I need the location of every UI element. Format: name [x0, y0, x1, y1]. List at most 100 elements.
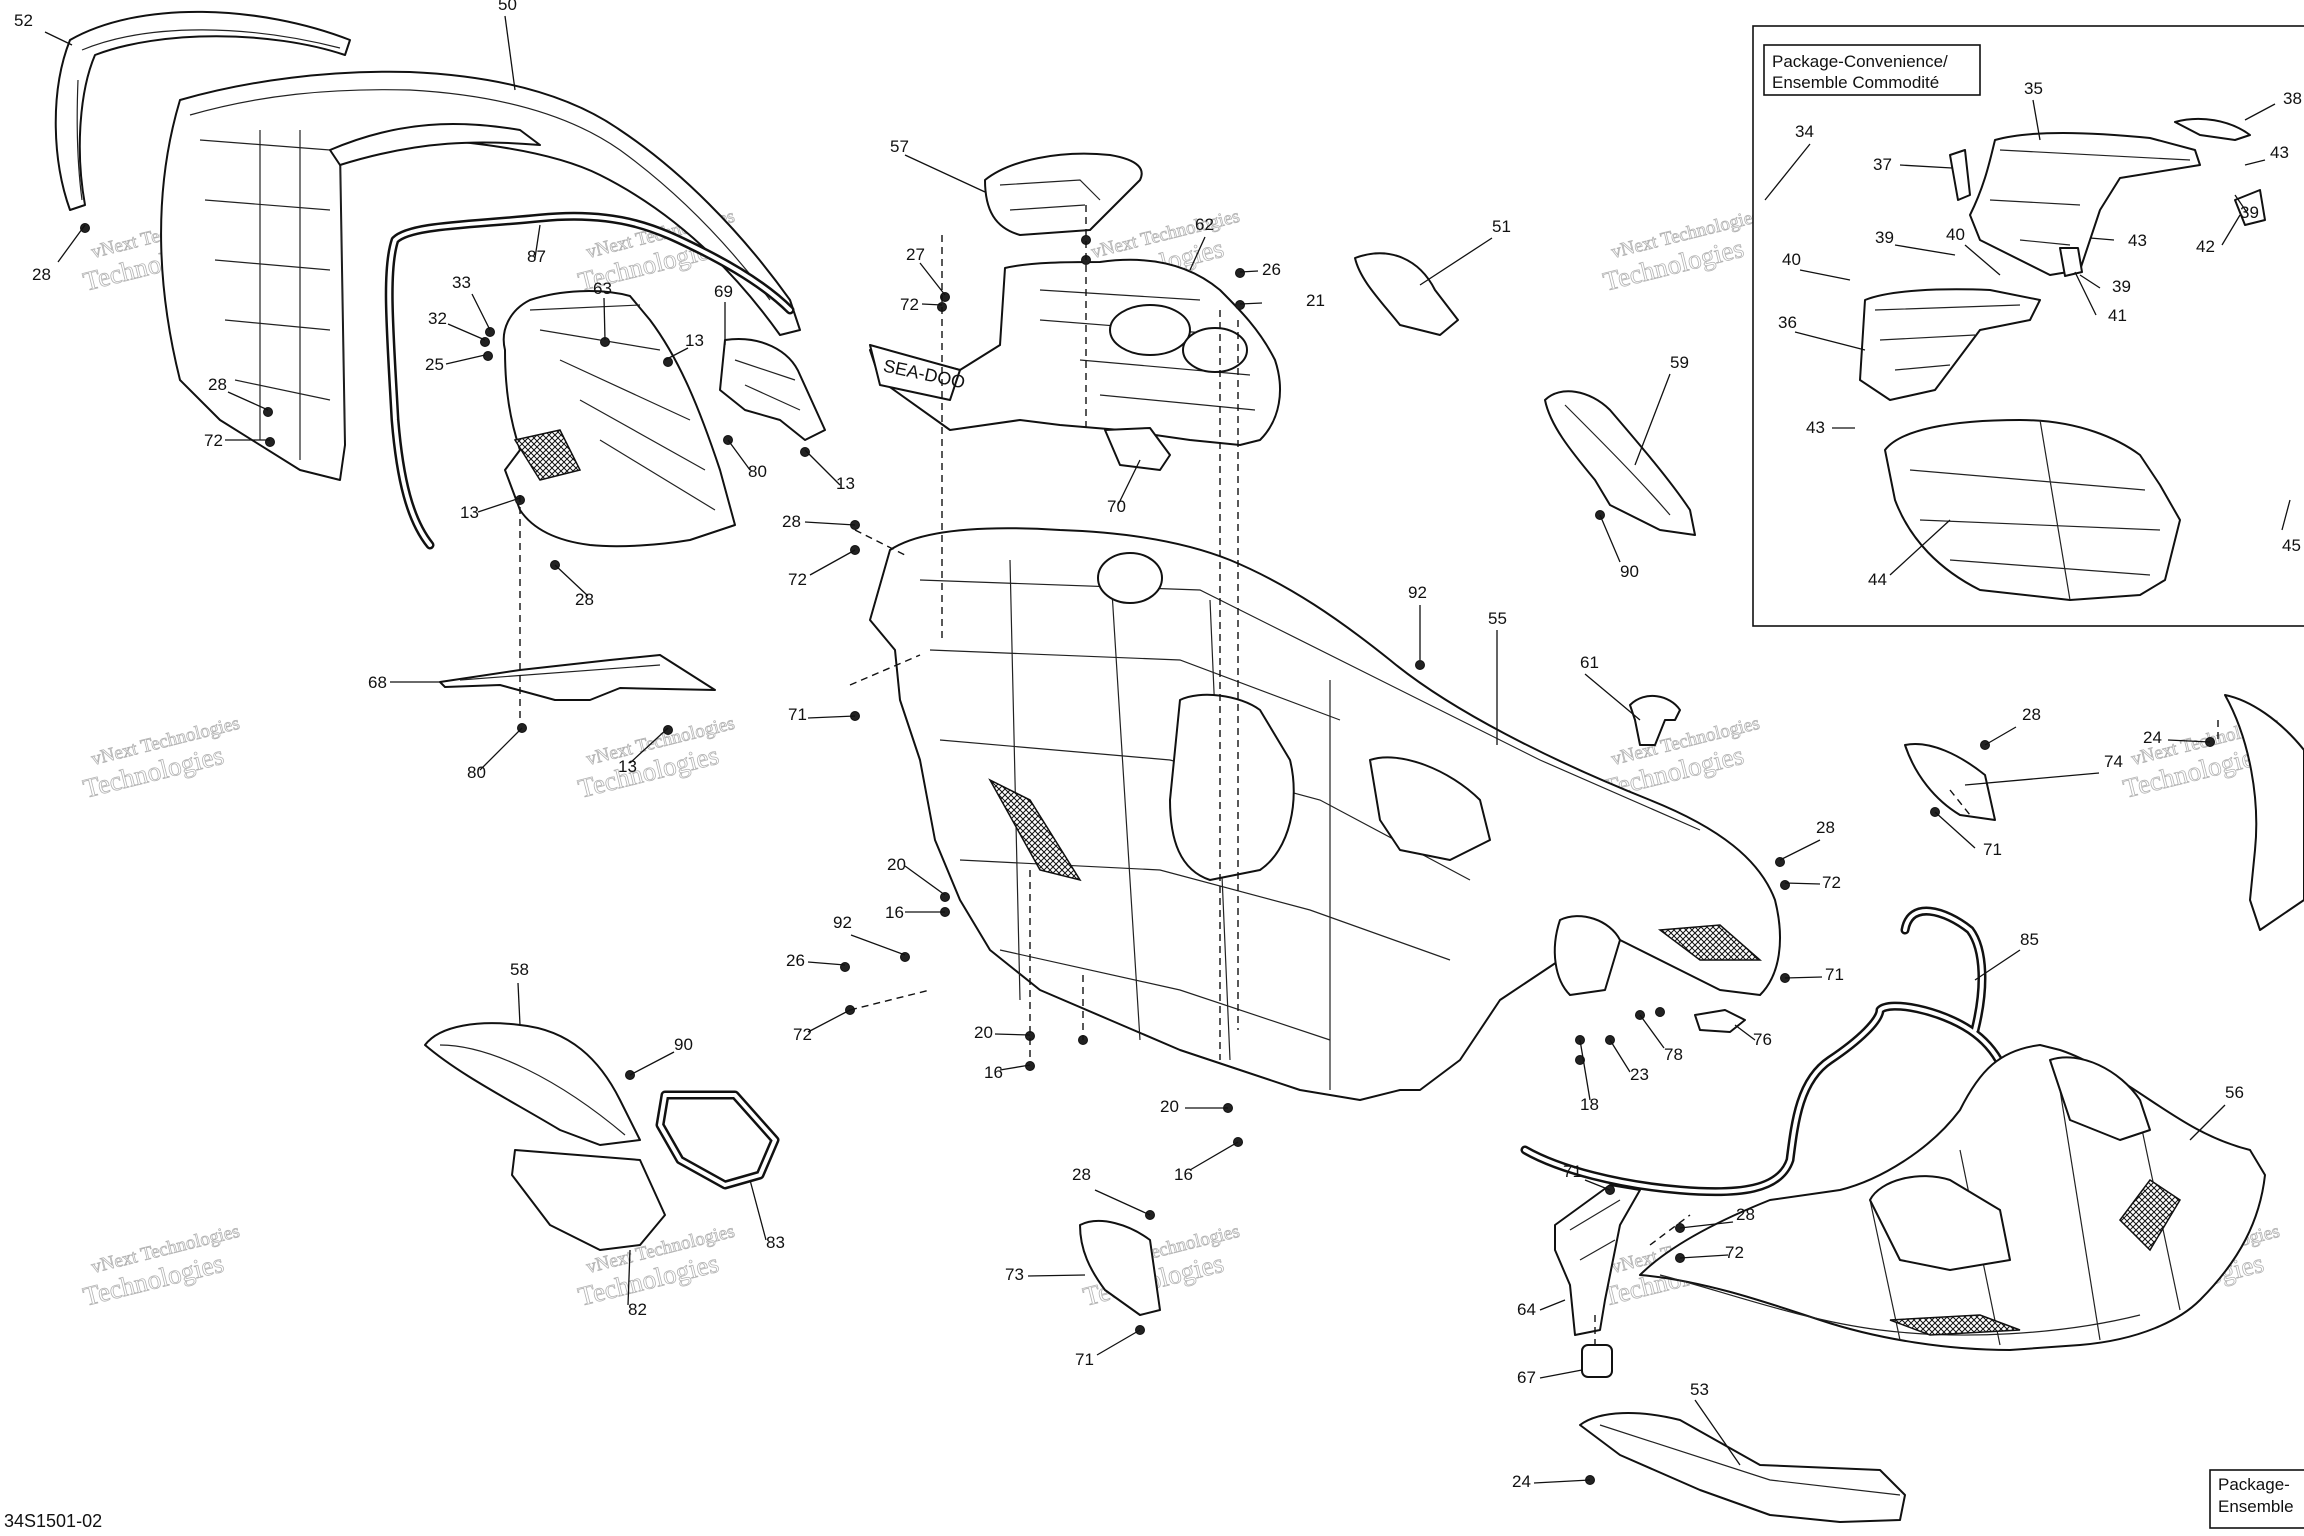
callout-label: 39: [2240, 203, 2259, 222]
part-41-bracket[interactable]: [2059, 247, 2083, 277]
callout-label: 20: [974, 1023, 993, 1042]
leader-line: [2074, 271, 2097, 316]
leader-line: [2244, 103, 2276, 121]
callout-92: 92: [1408, 583, 1427, 660]
callout-33: 33: [452, 273, 491, 331]
callout-16: 16: [984, 1063, 1031, 1082]
callout-label: 72: [204, 431, 223, 450]
part-62-console[interactable]: SEA-DOO: [869, 258, 1281, 446]
part-68-trim-strip[interactable]: [439, 654, 716, 701]
callout-82: 82: [627, 1249, 647, 1319]
fastener-icon[interactable]: [1775, 857, 1785, 867]
part-58-panel[interactable]: [424, 1022, 641, 1146]
part-52-fender-strip[interactable]: [54, 10, 351, 211]
fastener-icon[interactable]: [483, 351, 493, 361]
part-51-cover[interactable]: [1354, 252, 1459, 336]
fastener-icon[interactable]: [265, 437, 275, 447]
callout-label: 71: [1825, 965, 1844, 984]
part-74-bracket[interactable]: [1904, 743, 1996, 821]
leader-line: [904, 154, 986, 193]
part-63-storage-bin[interactable]: [502, 290, 736, 548]
part-42-clip[interactable]: [2234, 189, 2266, 226]
part-70-clip[interactable]: [1104, 427, 1171, 471]
part-67-bumper[interactable]: [1581, 1344, 1613, 1378]
callout-13: 13: [664, 331, 704, 361]
part-56-bow-cover[interactable]: [1639, 1044, 2266, 1351]
callout-72: 72: [788, 549, 856, 589]
leader-line: [1096, 1329, 1141, 1356]
callout-24: 24: [2143, 728, 2211, 747]
callout-56: 56: [2189, 1083, 2244, 1141]
leader-line: [1584, 673, 1641, 721]
leader-line: [1539, 1299, 1566, 1311]
part-59-side-panel[interactable]: [1544, 390, 1696, 536]
part-55-main-deck[interactable]: [869, 527, 1781, 1101]
part-35-storage-tray[interactable]: [1969, 132, 2201, 276]
leader-line: [1974, 949, 2021, 981]
fastener-icon[interactable]: [840, 962, 850, 972]
part-73-bracket[interactable]: [1079, 1220, 1161, 1316]
callout-label: 58: [510, 960, 529, 979]
part-85-seal[interactable]: [1520, 906, 2015, 1197]
fastener-icon[interactable]: [480, 337, 490, 347]
part-36-housing[interactable]: [1859, 288, 2041, 401]
leader-line: [1964, 244, 2001, 276]
callout-87: 87: [527, 224, 546, 266]
fastener-icon[interactable]: [1415, 660, 1425, 670]
callout-label: 83: [766, 1233, 785, 1252]
callout-label: 87: [527, 247, 546, 266]
callout-label: 24: [2143, 728, 2162, 747]
leader-line: [807, 1009, 851, 1033]
leader-line: [44, 31, 73, 46]
part-69-bracket[interactable]: [719, 338, 826, 441]
callout-32: 32: [428, 309, 486, 341]
callout-72: 72: [1679, 1243, 1744, 1262]
part-53-pad[interactable]: [1579, 1412, 1906, 1523]
leader-line: [504, 15, 516, 91]
cut-box-title-2: Ensemble: [2218, 1497, 2294, 1516]
part-44-bin[interactable]: [1884, 419, 2181, 601]
part-57-glovebox-lid[interactable]: [984, 152, 1143, 236]
leader-line: [1779, 839, 1821, 861]
fastener-icon[interactable]: [1235, 300, 1245, 310]
leader-line: [1899, 164, 1953, 169]
fastener-icon[interactable]: [1655, 1007, 1665, 1017]
leader-line: [1117, 459, 1141, 506]
inset-box-title-1: Package-Convenience/: [1772, 52, 1948, 71]
part-76-clip[interactable]: [1694, 1009, 1746, 1033]
fastener-icon[interactable]: [800, 447, 810, 457]
callout-57: 57: [890, 137, 986, 193]
callout-label: 72: [793, 1025, 812, 1044]
part-37-hinge[interactable]: [1949, 149, 1971, 201]
fastener-icon[interactable]: [80, 223, 90, 233]
part-50-rear-cover[interactable]: [160, 70, 801, 481]
part-38-latch[interactable]: [2174, 117, 2251, 141]
leader-line: [1679, 1254, 1729, 1259]
fastener-icon[interactable]: [940, 892, 950, 902]
part-87-seal-strip[interactable]: [384, 211, 795, 550]
callout-label: 63: [593, 279, 612, 298]
callout-72: 72: [204, 431, 270, 450]
callout-label: 43: [2270, 143, 2289, 162]
leader-line: [1764, 143, 1811, 201]
fastener-icon[interactable]: [263, 407, 273, 417]
part-83-seal[interactable]: [655, 1090, 780, 1190]
callout-23: 23: [1609, 1039, 1649, 1084]
callout-67: 67: [1517, 1368, 1583, 1387]
fastener-icon[interactable]: [1235, 268, 1245, 278]
leader-line: [999, 1064, 1031, 1071]
part-64-stand[interactable]: [1554, 1184, 1641, 1336]
leader-line: [1984, 726, 2017, 746]
fastener-icon[interactable]: [1780, 880, 1790, 890]
fastener-icon[interactable]: [485, 327, 495, 337]
callout-35: 35: [2024, 79, 2043, 141]
fastener-icon[interactable]: [940, 292, 950, 302]
fastener-icon[interactable]: [1575, 1055, 1585, 1065]
part-61-drain-plug[interactable]: [1629, 694, 1681, 746]
leader-line: [2221, 214, 2241, 246]
part-82-panel[interactable]: [511, 1149, 666, 1251]
leader-line: [1639, 1014, 1665, 1049]
fastener-icon[interactable]: [663, 725, 673, 735]
leader-line: [445, 354, 486, 365]
